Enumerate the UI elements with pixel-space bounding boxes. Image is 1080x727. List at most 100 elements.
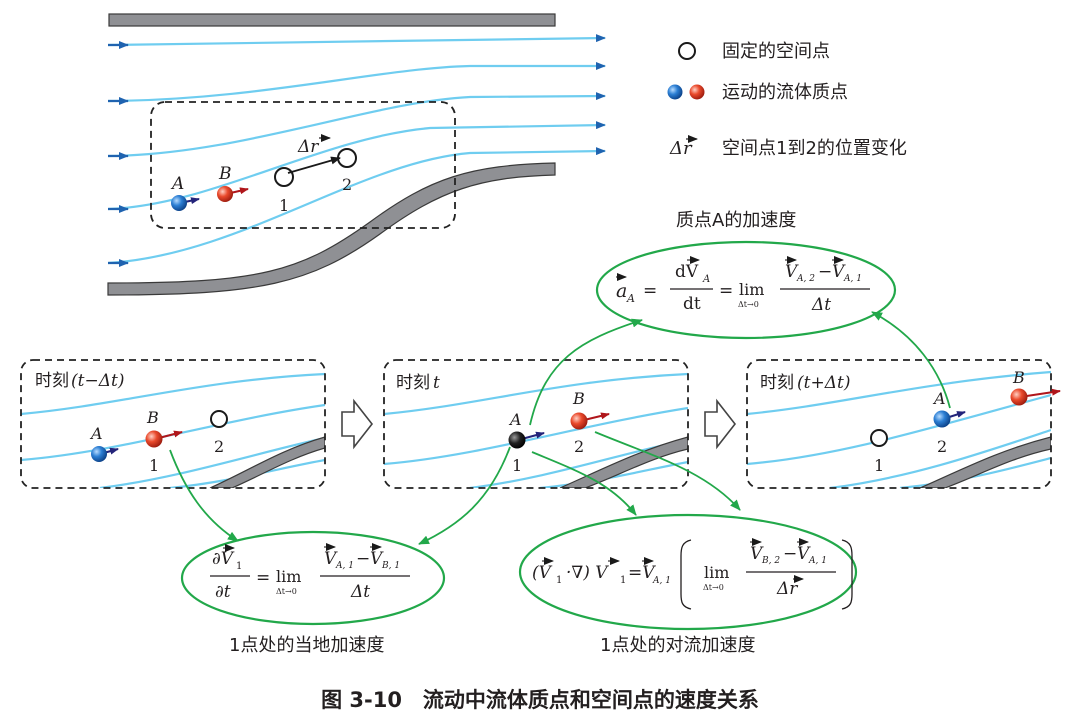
svg-text:V: V [750, 544, 764, 564]
svg-text:V: V [797, 544, 811, 564]
panel-2-title-math: t [433, 373, 440, 393]
svg-text:A, 2: A, 2 [796, 274, 815, 284]
top-label-A: A [170, 174, 184, 194]
svg-text:A: A [702, 274, 710, 285]
panel-1-title-cjk: 时刻 [35, 371, 69, 391]
svg-text:lim: lim [739, 280, 764, 299]
top-delta-r-label: Δr [297, 137, 319, 157]
top-label-2: 2 [342, 175, 352, 194]
panel-2-label-A: A [508, 410, 522, 429]
svg-text:B, 1: B, 1 [381, 561, 400, 571]
svg-text:Δt: Δt [350, 582, 370, 602]
svg-text:V: V [324, 549, 338, 569]
upper-wall [108, 13, 556, 27]
panel-3-label-A: A [932, 389, 946, 408]
panel-1-title-math: (t−Δt) [71, 371, 124, 391]
connector-arrows [169, 311, 951, 545]
legend-blue-particle-icon [667, 84, 683, 100]
svg-text:B, 2: B, 2 [761, 556, 780, 566]
svg-text:A: A [626, 292, 635, 305]
particle-B [217, 186, 233, 202]
svg-text:a: a [616, 280, 627, 302]
panel-1-particle-B [145, 430, 163, 448]
panel-1-label-1: 1 [149, 456, 159, 475]
local-ellipse [180, 530, 446, 626]
panel-3-title-cjk: 时刻 [760, 373, 794, 393]
panel-2-title-cjk: 时刻 [396, 373, 430, 393]
streamlines [107, 34, 606, 265]
convective-caption: 1点处的对流加速度 [600, 635, 755, 656]
figure-caption: 图 3-10 流动中流体质点和空间点的速度关系 [321, 688, 759, 712]
particle-acceleration-formula: 质点A的加速度 a A = dV A dt = lim Δt→0 V A, 2 … [595, 210, 897, 340]
top-label-B: B [218, 164, 232, 184]
svg-text:·∇) V: ·∇) V [566, 563, 609, 583]
panel-1-particle-A [91, 446, 107, 462]
legend-delta-r-symbol: Δr [669, 138, 693, 159]
convective-acceleration-formula: (V 1 ·∇) V 1 =V A, 1 lim Δt→0 V B, 2 − V… [518, 513, 858, 656]
panel-3-label-B: B [1012, 368, 1025, 387]
svg-text:∂t: ∂t [215, 582, 231, 602]
svg-text:lim: lim [276, 567, 301, 586]
panel-1-label-B: B [146, 408, 159, 427]
panel-1-label-2: 2 [214, 437, 224, 456]
legend: 固定的空间点 运动的流体质点 Δr 空间点1到2的位置变化 [667, 41, 907, 159]
svg-text:A, 1: A, 1 [843, 274, 862, 284]
legend-fixed-point-label: 固定的空间点 [722, 41, 830, 62]
svg-text:Δt→0: Δt→0 [703, 583, 724, 592]
fixed-point-1 [274, 167, 294, 187]
svg-text:V: V [370, 549, 384, 569]
svg-text:Δt: Δt [811, 295, 831, 315]
legend-moving-particle-label: 运动的流体质点 [722, 82, 848, 103]
panel-2-box [383, 359, 689, 489]
panel-3-particle-B [1010, 388, 1028, 406]
svg-text:A, 1: A, 1 [335, 561, 354, 571]
panel-2-particle-B [570, 412, 588, 430]
svg-text:=: = [643, 281, 657, 301]
svg-text:lim: lim [704, 563, 729, 582]
panel-t: 时刻 t A B 1 2 [383, 359, 689, 489]
local-acceleration-formula: ∂V 1 ∂t = lim Δt→0 V A, 1 − V B, 1 Δt 1点… [180, 530, 446, 656]
panel-t-minus-dt: 时刻 (t−Δt) A B 1 2 [20, 359, 326, 489]
arrow-panel2-A-to-local [418, 446, 511, 545]
delta-r-arrow [287, 156, 341, 174]
panel-3-fixed-point-1 [870, 429, 888, 447]
accel-ellipse [595, 240, 897, 340]
focus-dashed-box [150, 101, 456, 229]
svg-text:dV: dV [675, 262, 699, 282]
top-flow-diagram: A B 1 2 Δr [107, 13, 606, 296]
arrow-panel2-B-to-convective [594, 431, 741, 511]
panel-3-title-math: (t+Δt) [797, 373, 850, 393]
inlet-arrows [108, 41, 129, 267]
svg-text:∂V: ∂V [212, 549, 235, 569]
transition-arrow-1 [341, 398, 374, 450]
svg-text:Δt→0: Δt→0 [738, 300, 759, 309]
legend-fixed-point-icon [678, 42, 696, 60]
arrow-panel2-A-to-accel [529, 318, 643, 426]
panel-3-particle-A [933, 410, 951, 428]
svg-text:A, 1: A, 1 [652, 576, 671, 586]
svg-text:(V: (V [532, 563, 553, 583]
panel-1-label-A: A [89, 424, 103, 443]
svg-text:A, 1: A, 1 [808, 556, 827, 566]
accel-title: 质点A的加速度 [676, 210, 796, 231]
panel-1-box [20, 359, 326, 489]
panel-2-particle-A [508, 431, 526, 449]
svg-text:V: V [832, 262, 846, 282]
svg-text:−: − [783, 544, 797, 564]
arrow-panel2-A-to-convective [531, 451, 637, 516]
svg-text:Δt→0: Δt→0 [276, 587, 297, 596]
panel-t-plus-dt: 时刻 (t+Δt) A B 1 2 [746, 359, 1061, 489]
svg-text:=: = [256, 568, 270, 588]
svg-text:1: 1 [620, 575, 626, 586]
svg-text:=V: =V [628, 563, 656, 583]
transition-arrow-2 [704, 398, 737, 450]
svg-text:=: = [719, 281, 733, 301]
arrow-panel3-A-to-accel [871, 311, 951, 409]
legend-red-particle-icon [689, 84, 705, 100]
svg-text:V: V [785, 262, 799, 282]
panel-3-label-1: 1 [874, 456, 884, 475]
svg-text:1: 1 [556, 575, 562, 586]
lower-wall [107, 162, 556, 296]
legend-delta-r-desc: 空间点1到2的位置变化 [722, 138, 907, 159]
